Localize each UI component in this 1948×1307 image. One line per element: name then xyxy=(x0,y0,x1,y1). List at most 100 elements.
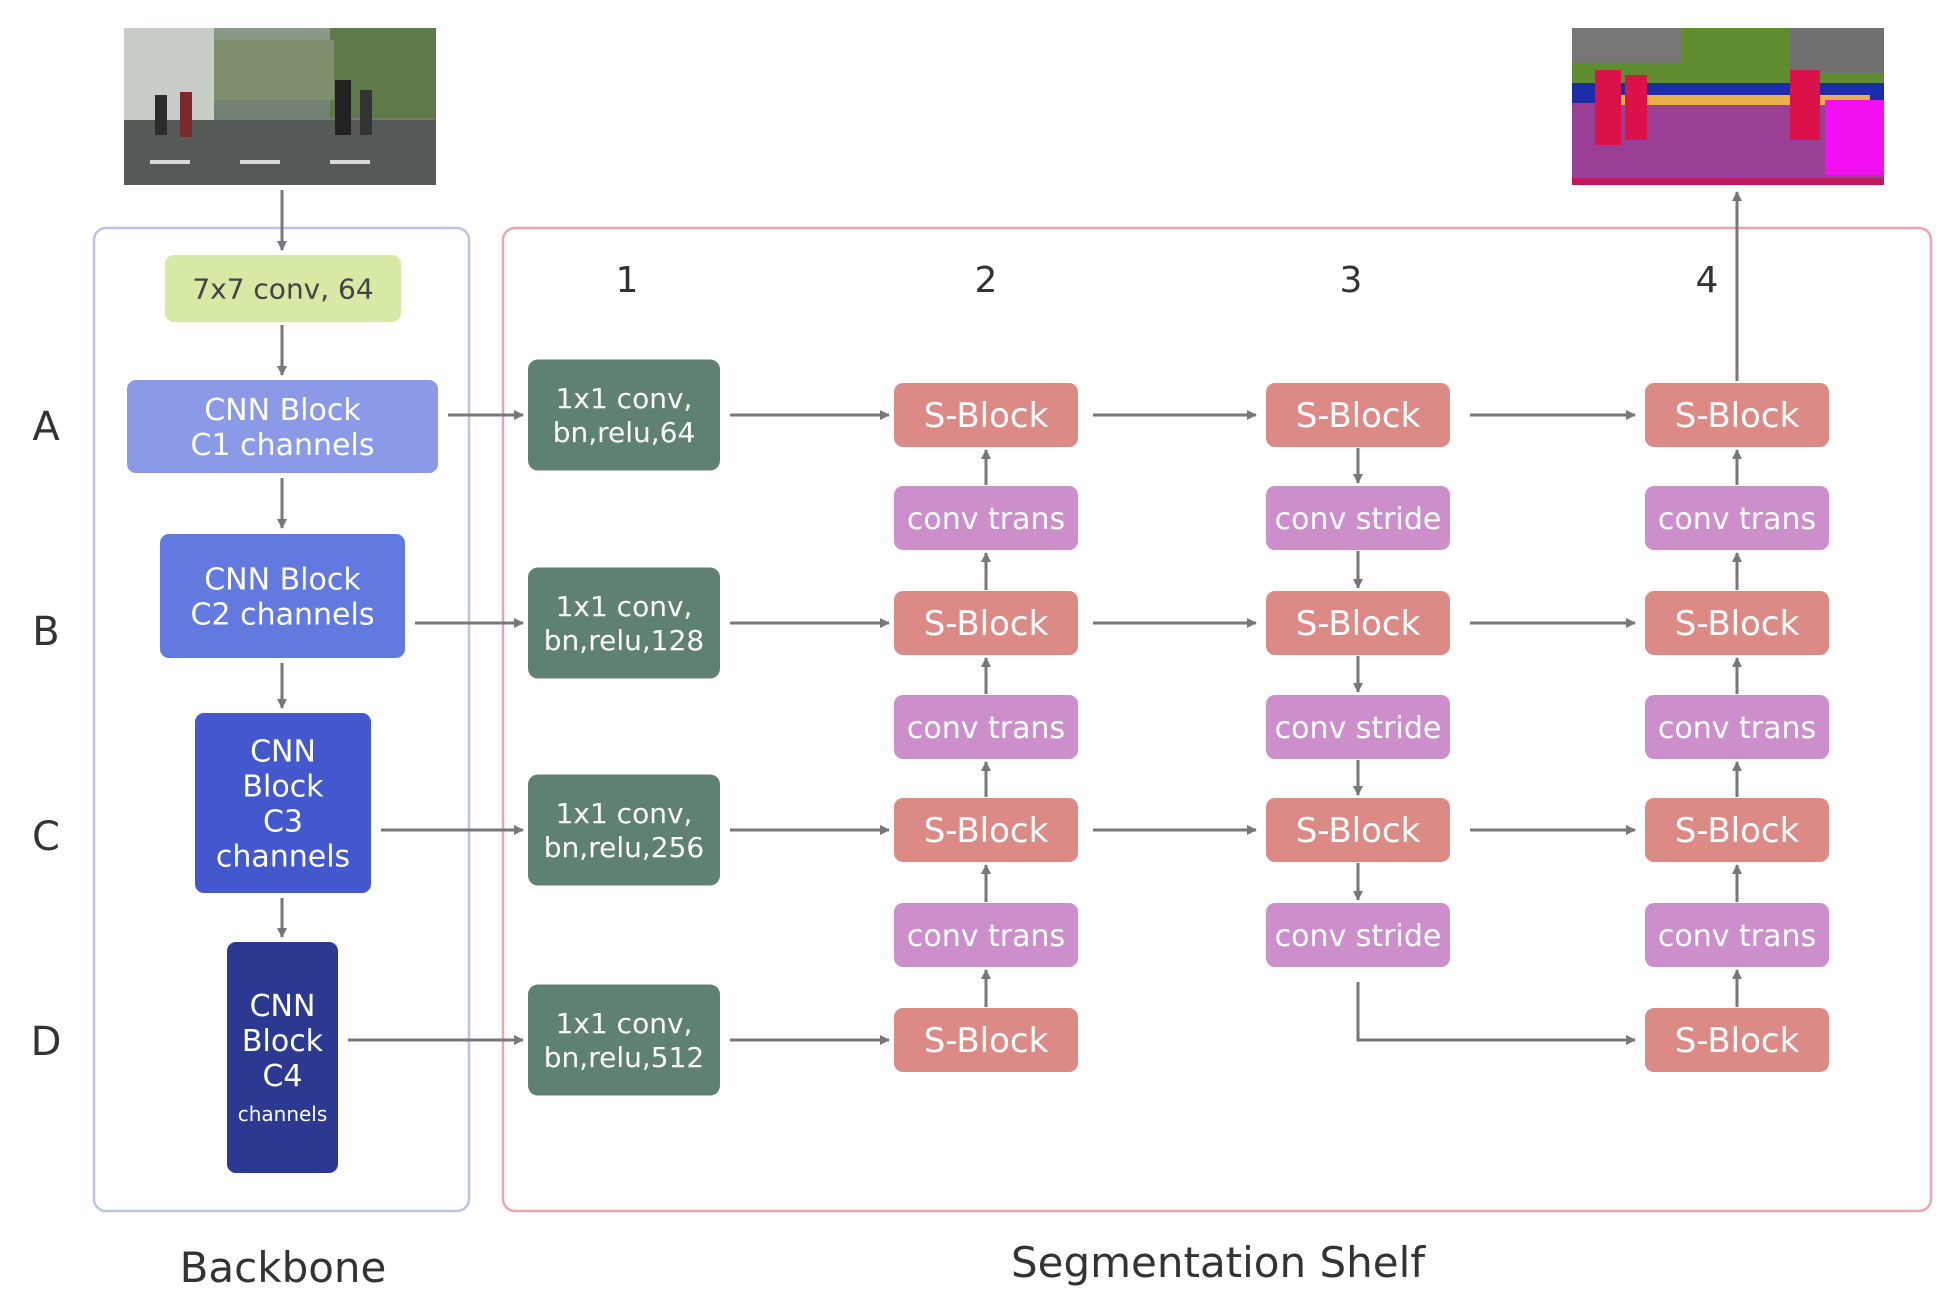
s-block-4-c: S-Block xyxy=(1645,798,1829,862)
conv-trans-4-2-text: conv trans xyxy=(1658,711,1816,746)
shelf-container xyxy=(501,226,1933,1213)
conv-stride-3-3-text: conv stride xyxy=(1275,919,1442,954)
s-block-4-d-bg xyxy=(1645,1008,1829,1072)
conv-trans-4-1-text: conv trans xyxy=(1658,502,1816,537)
s-block-3-a-bg xyxy=(1266,383,1450,447)
s-block-2-b: S-Block xyxy=(894,591,1078,655)
reduce-conv-box-b-text: 1x1 conv, xyxy=(556,590,693,623)
column-label-3: 3 xyxy=(1340,260,1363,301)
reduce-conv-box-d-bg xyxy=(528,984,720,1096)
backbone-block-4-text: Block xyxy=(242,1024,324,1059)
row-label-b: B xyxy=(32,609,59,655)
s-block-4-b-text: S-Block xyxy=(1675,604,1800,644)
backbone-block-3-text: Block xyxy=(242,769,324,804)
s-block-4-a-bg xyxy=(1645,383,1829,447)
conv-trans-2-1-bg xyxy=(894,486,1078,550)
s-block-2-a: S-Block xyxy=(894,383,1078,447)
backbone-label: Backbone xyxy=(180,1243,387,1292)
backbone-block-3-text: CNN xyxy=(250,734,316,769)
reduce-conv-box-c-bg xyxy=(528,774,720,886)
reduce-conv-box-a: 1x1 conv,bn,relu,64 xyxy=(528,359,720,471)
s-block-4-a: S-Block xyxy=(1645,383,1829,447)
backbone-block-4-text: CNN xyxy=(250,989,316,1024)
conv-stride-3-3: conv stride xyxy=(1266,903,1450,967)
backbone-block-3-text: C3 xyxy=(263,804,303,839)
conv-trans-4-2-bg xyxy=(1645,695,1829,759)
row-label-c: C xyxy=(32,814,60,860)
s-block-2-b-bg xyxy=(894,591,1078,655)
s-block-3-b: S-Block xyxy=(1266,591,1450,655)
conv-stride-3-1-text: conv stride xyxy=(1275,502,1442,537)
conv-stride-3-2-text: conv stride xyxy=(1275,711,1442,746)
row-labels: A B C D xyxy=(31,404,62,1065)
conv-stride-3-1-bg xyxy=(1266,486,1450,550)
backbone-block-3-bg xyxy=(195,713,371,893)
s-block-4-d-text: S-Block xyxy=(1675,1021,1800,1061)
stem-conv-box-text: 7x7 conv, 64 xyxy=(192,273,373,306)
reduce-conv-box-b-text: bn,relu,128 xyxy=(544,624,704,657)
reduce-conv-box-b-bg xyxy=(528,567,720,679)
conv-trans-4-1: conv trans xyxy=(1645,486,1829,550)
s-block-4-d: S-Block xyxy=(1645,1008,1829,1072)
column-labels: 1 2 3 4 xyxy=(616,260,1719,301)
conv-trans-2-2-text: conv trans xyxy=(907,711,1065,746)
conv-trans-2-2-bg xyxy=(894,695,1078,759)
conv-trans-2-1: conv trans xyxy=(894,486,1078,550)
stem-conv-box-bg xyxy=(165,255,401,322)
shelf-label: Segmentation Shelf xyxy=(1011,1238,1426,1287)
conv-trans-4-3-text: conv trans xyxy=(1658,919,1816,954)
row-label-a: A xyxy=(32,404,60,450)
conv-trans-4-2: conv trans xyxy=(1645,695,1829,759)
conv-trans-2-3: conv trans xyxy=(894,903,1078,967)
s-block-2-a-bg xyxy=(894,383,1078,447)
reduce-conv-box-a-bg xyxy=(528,359,720,471)
backbone-block-2-text: C2 channels xyxy=(191,597,375,632)
s-block-4-b-bg xyxy=(1645,591,1829,655)
s-block-2-b-text: S-Block xyxy=(924,604,1049,644)
conv-trans-2-3-bg xyxy=(894,903,1078,967)
reduce-conv-box-c-text: 1x1 conv, xyxy=(556,797,693,830)
stem-conv-box: 7x7 conv, 64 xyxy=(165,255,401,322)
s-block-3-c-text: S-Block xyxy=(1296,811,1421,851)
conv-stride-3-2-bg xyxy=(1266,695,1450,759)
backbone-block-1-text: CNN Block xyxy=(204,393,361,428)
s-block-2-d-text: S-Block xyxy=(924,1021,1049,1061)
s-block-3-a-text: S-Block xyxy=(1296,396,1421,436)
backbone-block-4-text: channels xyxy=(238,1102,328,1126)
backbone-block-2-bg xyxy=(160,534,405,658)
s-block-2-a-text: S-Block xyxy=(924,396,1049,436)
reduce-conv-box-a-text: 1x1 conv, xyxy=(556,382,693,415)
s-block-3-a: S-Block xyxy=(1266,383,1450,447)
s-block-4-c-bg xyxy=(1645,798,1829,862)
backbone-block-2-text: CNN Block xyxy=(204,562,361,597)
backbone-block-4-bg xyxy=(227,942,338,1173)
reduce-conv-box-d: 1x1 conv,bn,relu,512 xyxy=(528,984,720,1096)
output-image xyxy=(1572,28,1884,185)
reduce-conv-box-d-text: 1x1 conv, xyxy=(556,1007,693,1040)
backbone-block-1-text: C1 channels xyxy=(191,428,375,463)
s-block-3-c-bg xyxy=(1266,798,1450,862)
s-block-4-b: S-Block xyxy=(1645,591,1829,655)
s-block-2-d-bg xyxy=(894,1008,1078,1072)
reduce-conv-box-b: 1x1 conv,bn,relu,128 xyxy=(528,567,720,679)
arrow-col3-to-col4-d xyxy=(1356,982,1636,1045)
s-block-2-d: S-Block xyxy=(894,1008,1078,1072)
backbone-block-3-text: channels xyxy=(216,839,350,874)
connector-arrows xyxy=(277,190,1742,1045)
s-block-2-c: S-Block xyxy=(894,798,1078,862)
conv-trans-4-1-bg xyxy=(1645,486,1829,550)
reduce-conv-box-a-text: bn,relu,64 xyxy=(553,416,696,449)
input-image xyxy=(124,28,436,185)
reduce-conv-box-d-text: bn,relu,512 xyxy=(544,1041,704,1074)
row-label-d: D xyxy=(31,1019,62,1065)
reduce-conv-box-c-text: bn,relu,256 xyxy=(544,831,704,864)
reduce-conv-box-c: 1x1 conv,bn,relu,256 xyxy=(528,774,720,886)
s-block-3-c: S-Block xyxy=(1266,798,1450,862)
s-block-2-c-text: S-Block xyxy=(924,811,1049,851)
conv-trans-4-3-bg xyxy=(1645,903,1829,967)
